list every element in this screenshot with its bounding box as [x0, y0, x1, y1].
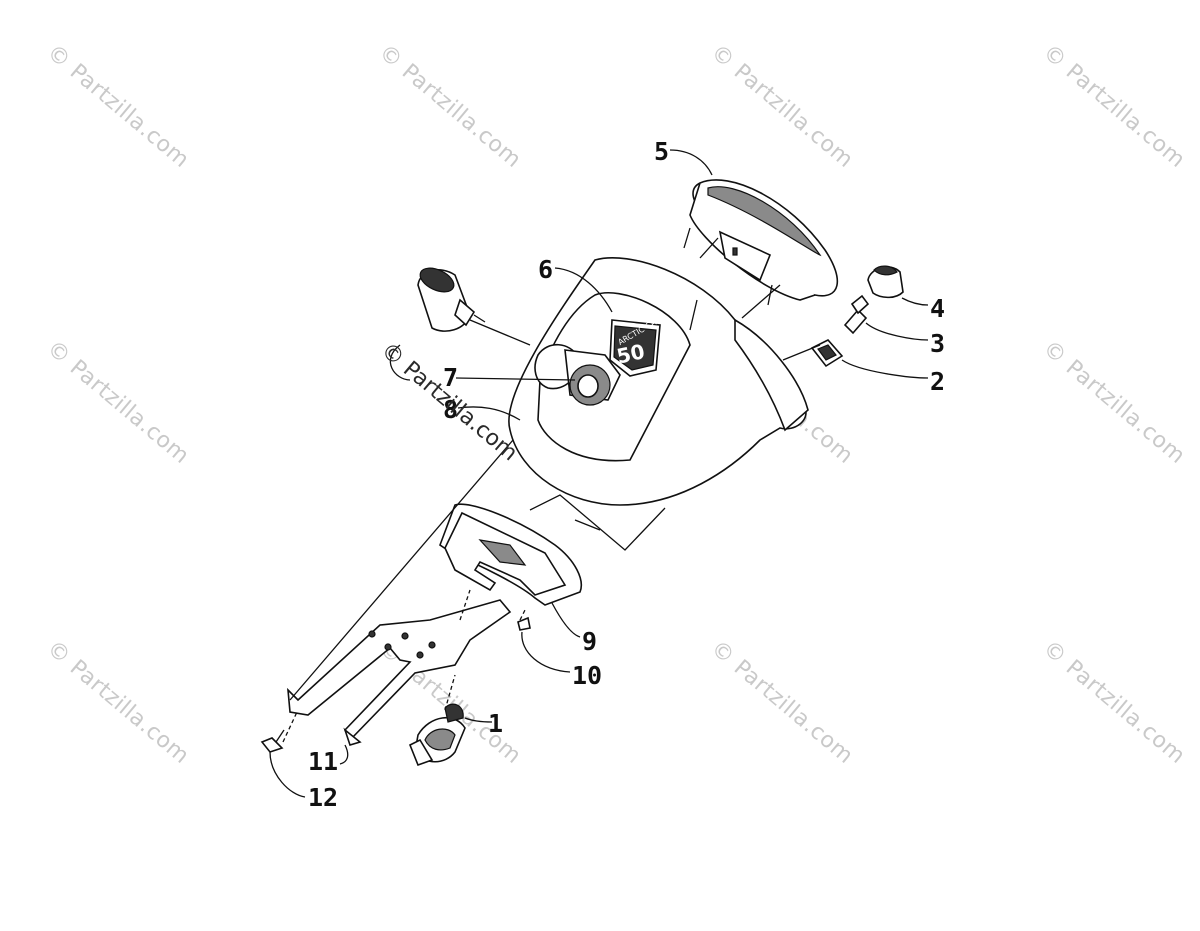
callout-9: 9: [582, 627, 597, 656]
badge-number-text: 50: [615, 339, 647, 368]
part-1-switch: [408, 703, 466, 767]
callout-5: 5: [654, 137, 669, 166]
part-3-key: [843, 294, 870, 335]
assembly-lines: [269, 149, 929, 798]
callout-1: 1: [488, 709, 503, 738]
callout-numbers: 1 2 3 4 5 6 7 8 9 10 11 12: [308, 137, 945, 812]
part-9-bezel: [439, 503, 582, 606]
part-10-screw: [517, 616, 531, 631]
part-8-socket: [417, 267, 486, 332]
callout-4: 4: [930, 294, 945, 323]
callout-10: 10: [572, 661, 602, 690]
part-6-cover: ARCTIC CAT 50: [508, 257, 809, 506]
part-11-bracket: [287, 599, 512, 746]
callout-6: 6: [538, 255, 553, 284]
callout-11: 11: [308, 747, 338, 776]
callout-3: 3: [930, 329, 945, 358]
part-5-gauge: [683, 179, 839, 306]
callout-12: 12: [308, 783, 338, 812]
callout-2: 2: [930, 367, 945, 396]
callout-7: 7: [443, 363, 458, 392]
callout-8: 8: [443, 395, 458, 424]
part-12-rivet: [260, 729, 285, 753]
part-2-nut: [810, 339, 844, 368]
part-4-ignition-cap: [867, 265, 904, 299]
